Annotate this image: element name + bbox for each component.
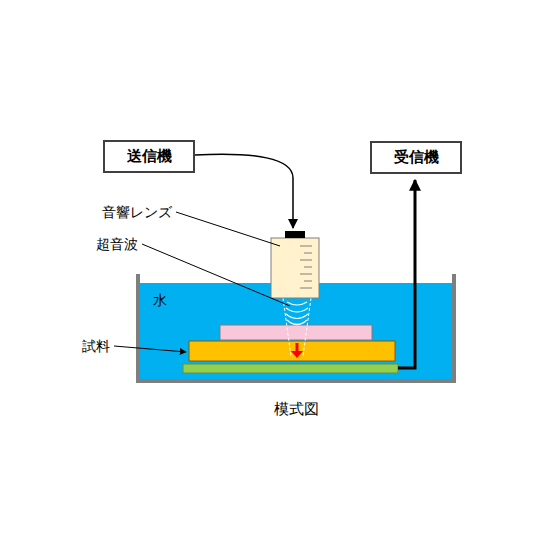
lens-connector: [285, 231, 305, 238]
scale-tick: [300, 274, 312, 275]
top-layer: [220, 325, 372, 340]
lens-scale: [300, 246, 312, 288]
focus-arrow: [296, 343, 299, 352]
scale-tick: [304, 267, 312, 268]
device-box: 送信機: [103, 140, 195, 173]
receive-wire: [398, 180, 415, 368]
focus-arrow-head: [291, 351, 303, 358]
scale-tick: [304, 253, 312, 254]
part-label: 試料: [82, 338, 110, 355]
sample-layer: [189, 341, 395, 361]
caption: 模式図: [274, 400, 319, 419]
beam-outline: [283, 298, 311, 356]
device-box: 受信機: [370, 141, 462, 174]
part-label: 超音波: [96, 236, 138, 253]
scale-tick: [300, 246, 312, 247]
device-label: 送信機: [127, 147, 172, 166]
base-plate: [183, 364, 398, 373]
scale-tick: [300, 260, 312, 261]
scale-tick: [304, 281, 312, 282]
device-label: 受信機: [394, 148, 439, 167]
transmit-wire: [195, 154, 293, 228]
scale-tick: [300, 288, 312, 289]
leader-line: [114, 346, 186, 352]
part-label: 水: [153, 292, 167, 309]
acoustic-lens: [271, 238, 319, 298]
part-label: 音響レンズ: [102, 204, 172, 221]
leader-line: [176, 212, 280, 246]
